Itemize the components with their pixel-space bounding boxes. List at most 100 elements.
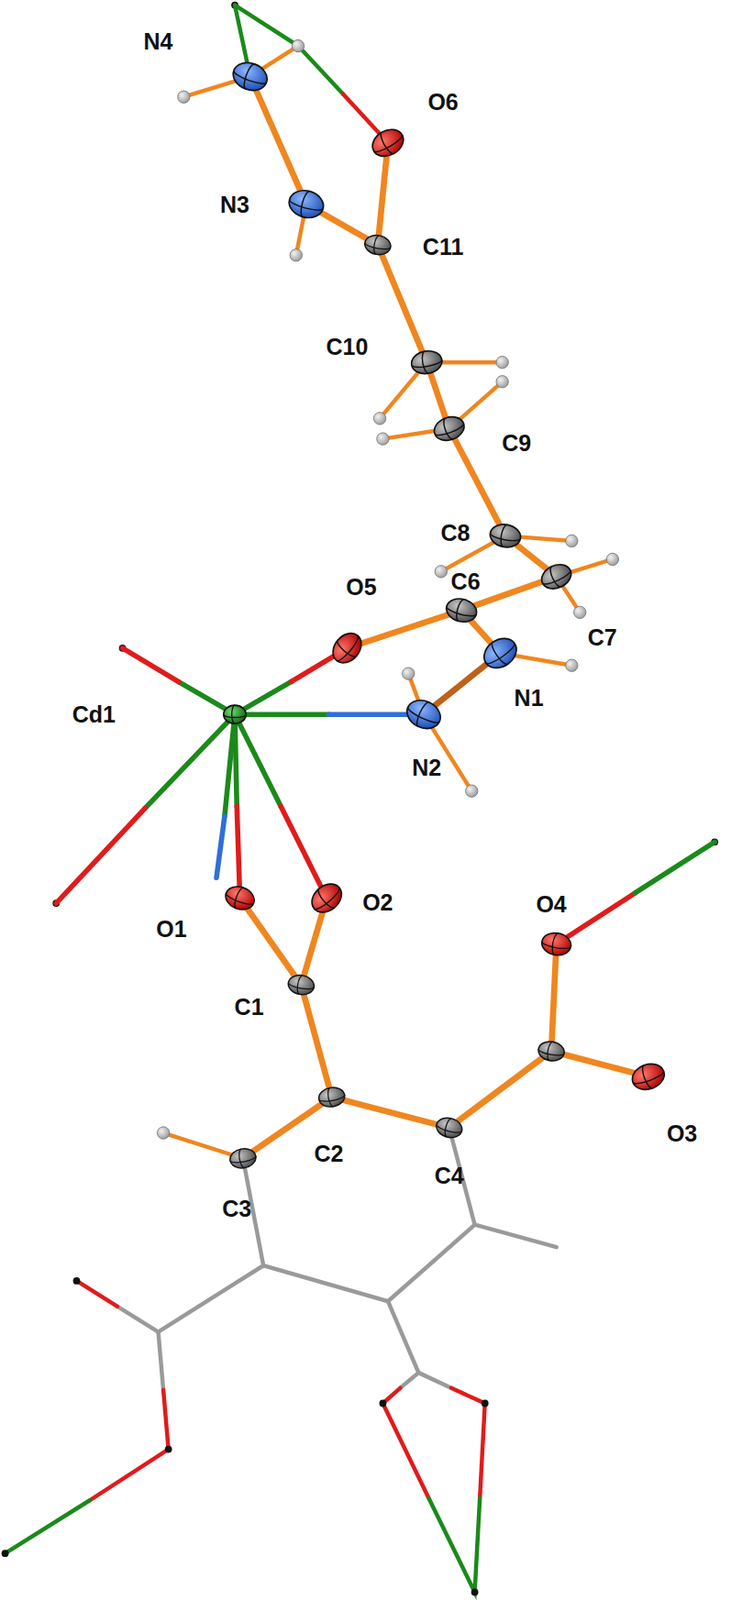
oxygen-ellipsoid [540,930,574,958]
atom-label: O4 [535,893,566,917]
oxygen-ellipsoid [327,628,367,669]
atom-label: N1 [514,686,544,710]
wire-end [471,1589,479,1597]
wire-bonds-oxygen [76,1281,485,1501]
bond [332,1051,649,1128]
metal-bond [216,816,225,878]
atom-label: O5 [345,575,377,599]
wire-bond [5,1500,90,1554]
carbon-ellipsoid [287,973,317,997]
ellipsoids [221,57,668,1171]
oxygen-ellipsoid [306,878,347,919]
bond [183,45,307,255]
hydrogen-atom [402,667,415,680]
metal-bond [236,806,240,898]
metal-bond [122,648,179,683]
hydrogen-atoms [156,39,619,1140]
atom-label: C10 [326,335,369,359]
coordination-bonds [55,5,715,945]
hydrogen-atom [291,39,304,52]
atom-label: C4 [434,1164,465,1188]
metal-bond [556,893,636,945]
nitrogen-ellipsoid [229,57,271,95]
hydrogen-atom [373,412,386,425]
wire-bond [89,1390,169,1501]
nitrogen-ellipsoid [286,187,327,222]
wire-bond [117,1306,159,1333]
wire-bond [475,1225,557,1248]
wire-bond [76,1281,118,1307]
atom-label: C11 [422,235,464,259]
bond [163,653,572,1159]
atom-label: Cd1 [72,703,116,727]
hydrogen-atom [574,606,587,619]
wire-bond [418,1373,452,1389]
carbon-ellipsoid [433,1115,465,1141]
hydrogen-atom [434,565,447,578]
carbon-ellipsoid [537,560,576,594]
atom-label: O1 [155,917,187,941]
carbon-ellipsoid [317,1085,347,1109]
wire-ends [1,1,719,1597]
oxygen-ellipsoid [221,883,257,915]
hydrogen-atom [496,376,509,388]
carbon-ellipsoid [443,595,480,625]
metal-bond [280,806,327,898]
hydrogen-atom [565,534,578,547]
atom-label: C8 [440,521,470,545]
hydrogen-atom [565,659,578,672]
oxygen-ellipsoid [367,123,409,162]
atom-label: C2 [313,1141,344,1165]
wire-bond [382,1388,429,1499]
nitrogen-ellipsoid [478,632,523,675]
carbon-ellipsoid [363,232,393,256]
wire-end [1,1550,10,1558]
atom-label: N2 [411,756,442,780]
hydrogen-atom [496,355,509,368]
carbon-ellipsoid [431,412,468,444]
atom-label: C3 [221,1196,252,1220]
atom-label: C9 [501,431,532,455]
wire-bond [158,1332,165,1391]
bond [551,944,557,1053]
cadmium-ellipsoid [223,705,246,724]
hydrogen-atom [465,785,478,798]
atom-label: O2 [362,891,393,915]
atom-label: N4 [143,29,174,53]
oxygen-ellipsoid [629,1060,669,1095]
atom-label: C7 [587,625,618,649]
bond [240,898,328,986]
wire-bond [387,1301,419,1374]
wire-bond [451,1388,486,1499]
bond [250,76,388,245]
wire-end [73,1277,81,1285]
wire-bond [429,1498,481,1593]
wire-end [481,1400,489,1408]
carbon-ellipsoid [536,1040,566,1064]
atom-label: O6 [427,90,458,114]
ring-bond [243,1128,476,1302]
wire-end [165,1446,173,1454]
wire-bond [399,1373,419,1389]
wire-end [379,1400,388,1408]
hydrogen-atom [606,553,619,565]
metal-bond [234,711,329,718]
nitrogen-ellipsoid [402,695,446,734]
wire-bond [158,1265,265,1332]
metal-bond [224,714,235,817]
molecule [1,1,719,1597]
metal-bond [55,808,145,905]
hydrogen-atom [156,1127,169,1140]
hydrogen-sticks [163,45,613,1159]
atom-label: C6 [451,570,481,594]
atom-label: N3 [220,192,250,216]
metal-bond [144,714,235,809]
atom-label: O3 [666,1121,698,1145]
metal-bond [634,841,715,894]
wire-bonds-metal [5,1498,481,1593]
bond [346,244,556,649]
hydrogen-atom [177,90,190,103]
atom-label: C1 [234,995,265,1019]
